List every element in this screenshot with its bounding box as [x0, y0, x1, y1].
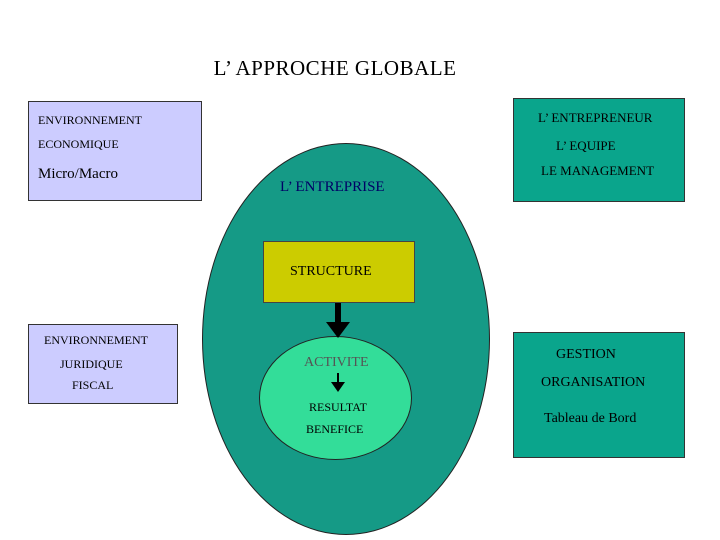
- environnement-economique-box: [28, 101, 202, 201]
- env-jur-line2: JURIDIQUE: [60, 357, 123, 371]
- env-jur-line1: ENVIRONNEMENT: [44, 333, 148, 347]
- arrow-structure-to-activite: [326, 303, 350, 338]
- entrepreneur-line3: LE MANAGEMENT: [541, 163, 655, 178]
- benefice-label: BENEFICE: [306, 422, 364, 436]
- gestion-line1: GESTION: [556, 347, 616, 362]
- structure-box: [263, 241, 415, 303]
- activite-label: ACTIVITE: [304, 355, 369, 370]
- entrepreneur-line1: L’ ENTREPRENEUR: [538, 110, 653, 125]
- page-title: L’ APPROCHE GLOBALE: [213, 56, 457, 80]
- environnement-juridique-box: [28, 324, 178, 404]
- structure-label: STRUCTURE: [290, 264, 372, 279]
- env-eco-line1: ENVIRONNEMENT: [38, 113, 142, 127]
- resultat-label: RESULTAT: [309, 400, 367, 414]
- entrepreneur-line2: L’ EQUIPE: [556, 138, 616, 153]
- gestion-box: [513, 332, 685, 458]
- gestion-line2: ORGANISATION: [541, 375, 646, 390]
- entrepreneur-box: [513, 98, 685, 202]
- env-eco-line3: Micro/Macro: [38, 166, 118, 182]
- env-eco-line2: ECONOMIQUE: [38, 137, 119, 151]
- env-jur-line3: FISCAL: [72, 378, 114, 392]
- gestion-line3: Tableau de Bord: [544, 411, 637, 426]
- activite-ellipse: [259, 336, 412, 460]
- arrow-activite-to-resultat: [331, 373, 345, 392]
- entreprise-label: L’ ENTREPRISE: [280, 179, 385, 195]
